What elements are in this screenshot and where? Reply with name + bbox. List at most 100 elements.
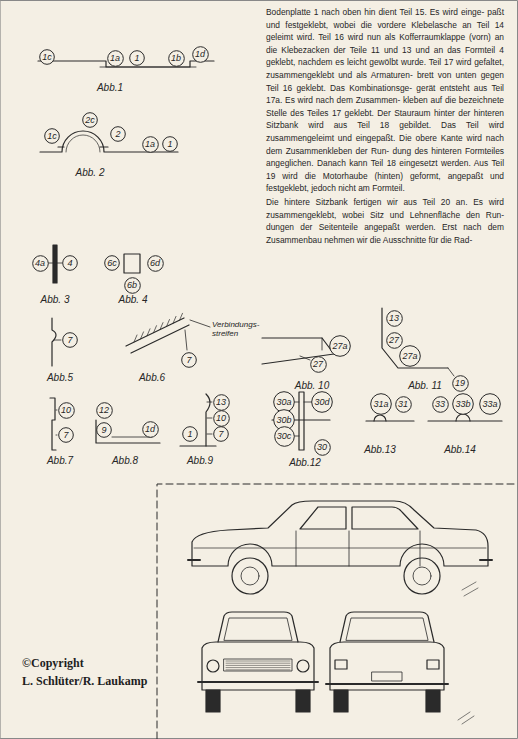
grille-bars [226, 661, 290, 670]
part-section [53, 245, 57, 283]
part-section [299, 392, 304, 450]
part-profile [38, 61, 214, 67]
grille-bar [226, 669, 290, 670]
hatch-stroke [141, 332, 144, 339]
callout-number: 7 [63, 431, 68, 440]
callout-circle: 31 [395, 396, 412, 413]
leader-line [48, 263, 62, 264]
callout-circle: 27a [399, 345, 421, 367]
body-text: Bodenplatte 1 nach oben hin dient Teil 1… [266, 6, 504, 195]
callout-circle: 31a [370, 393, 392, 415]
callout-number: 30a [276, 398, 291, 407]
grille-bar [226, 665, 290, 666]
callout-circle: 1 [129, 50, 145, 66]
callout-number: 19 [455, 379, 465, 388]
callout-number: 13 [216, 398, 226, 407]
callout-number: 7 [218, 430, 223, 439]
callout-number: 33b [455, 400, 470, 409]
callout-number: 4a [35, 259, 45, 268]
callout-number: 31 [398, 400, 408, 409]
callout-number: 1d [195, 50, 205, 59]
callout-circle: 6b [124, 277, 141, 294]
part-profile [180, 445, 216, 446]
callout-number: 30b [276, 416, 291, 425]
callout-circle: 4a [32, 255, 49, 272]
callout-number: 10 [61, 406, 71, 415]
callout-circle: 30d [311, 391, 333, 413]
callout-number: 6b [127, 281, 137, 290]
grille-bar [226, 663, 290, 664]
callout-circle: 33b [452, 393, 474, 415]
callout-number: 1 [134, 54, 139, 63]
part-bump [456, 414, 470, 421]
hatch-stroke [167, 320, 170, 327]
leader-line [185, 330, 187, 350]
part-profile [96, 420, 160, 443]
strip-profile [126, 318, 189, 353]
callout-number: 1a [110, 54, 120, 63]
callout-circle: 7 [181, 352, 197, 368]
part-note: Verbindungs- streifen [212, 320, 262, 338]
callout-circle: 27a [329, 335, 351, 357]
callout-number: 31a [373, 400, 388, 409]
figure-label: Abb.14 [444, 444, 476, 455]
leader-line [448, 368, 454, 376]
figure-label: Abb.5 [47, 372, 73, 383]
figure-label: Abb.12 [289, 457, 321, 468]
dashed-frame [157, 484, 518, 739]
figure-label: Abb. 10 [295, 380, 329, 391]
figure-label: Abb.8 [112, 455, 138, 466]
callout-number: 1 [187, 430, 192, 439]
callout-number: 13 [389, 314, 399, 323]
callout-number: 1d [145, 425, 155, 434]
callout-number: 1a [145, 140, 155, 149]
part-section [124, 254, 140, 273]
callout-circle: 2 [110, 126, 126, 142]
callout-number: 7 [186, 356, 191, 365]
callout-number: 10 [216, 414, 226, 423]
callout-number: 1c [47, 132, 57, 141]
callout-number: 27a [332, 342, 347, 351]
callout-number: 9 [101, 426, 106, 435]
part-profile [52, 318, 56, 366]
callout-circle: 1 [162, 136, 178, 152]
callout-number: 7 [67, 336, 72, 345]
callout-circle: 1a [107, 50, 124, 67]
strip-hatching [134, 313, 183, 342]
callout-number: 2 [115, 130, 120, 139]
hatch-stroke [154, 326, 157, 333]
leader-line [300, 356, 310, 360]
hatch-stroke [147, 329, 150, 336]
arch-profile [40, 131, 178, 152]
callout-circle: 9 [96, 422, 112, 438]
callout-circle: 7 [62, 332, 78, 348]
part-profile [50, 398, 56, 450]
figure-label: Abb. 11 [408, 380, 442, 391]
grille-bar [226, 667, 290, 668]
callout-circle: 6c [104, 255, 120, 271]
callout-circle: 10 [58, 402, 75, 419]
figure-label: Abb.9 [187, 455, 213, 466]
leader-line [54, 340, 61, 341]
callout-circle: 2c [82, 112, 98, 128]
hatch-stroke [180, 313, 183, 320]
grille-bar [226, 661, 290, 662]
figure-label: Abb.6 [139, 372, 165, 383]
figure-label: Abb. 3 [41, 294, 70, 305]
part-profile [366, 420, 414, 421]
callout-circle: 1b [168, 50, 185, 67]
copyright-notice: L. Schlüter/R. Laukamp [22, 674, 147, 689]
callout-number: 27 [389, 336, 399, 345]
callout-number: 30d [314, 398, 329, 407]
callout-number: 27a [402, 352, 417, 361]
callout-circle: 1c [44, 128, 60, 144]
callout-circle: 27 [310, 356, 327, 373]
arch-profile [66, 135, 100, 152]
callout-circle: 1 [182, 426, 198, 442]
figure-label: Abb. 2 [76, 167, 105, 178]
car-side-view [188, 501, 492, 596]
part-profile [428, 420, 502, 421]
callout-circle: 6d [147, 255, 164, 272]
